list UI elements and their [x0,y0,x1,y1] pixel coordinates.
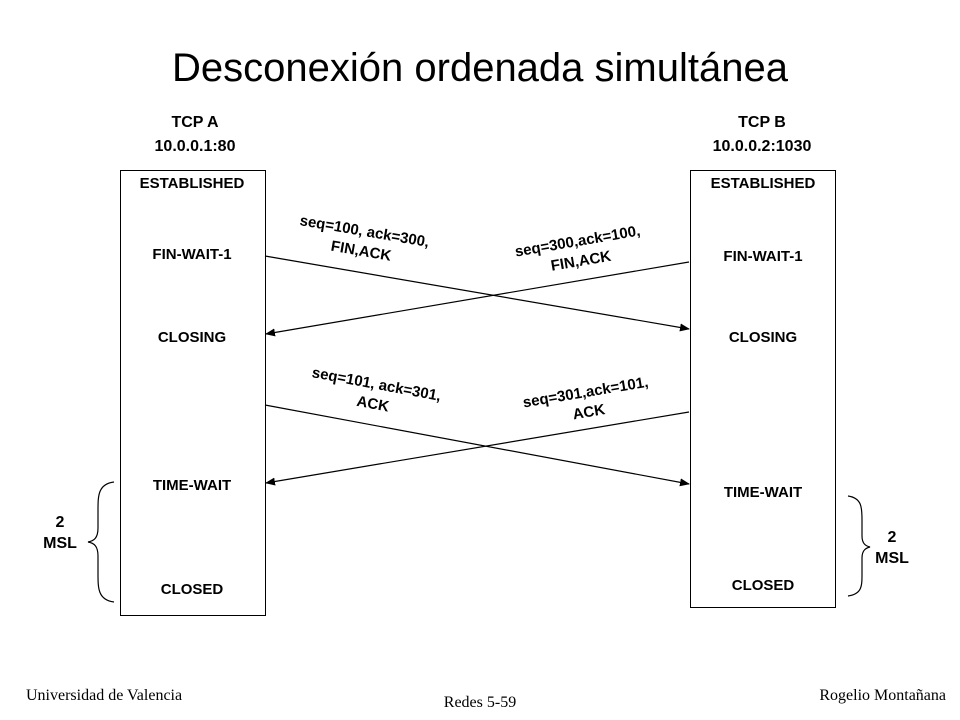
arrow-b-fin [265,261,690,337]
host-a-name: TCP A [171,114,219,131]
msg-b-ack-line2: ACK [571,401,606,423]
msl-a-label: 2 MSL [38,512,82,554]
host-a-state-closing: CLOSING [157,329,227,346]
host-a-state-time-wait: TIME-WAIT [152,477,232,494]
host-b-state-closing: CLOSING [728,329,798,346]
msl-a-number: 2 [55,514,65,531]
host-a-state-fin-wait-1: FIN-WAIT-1 [152,246,232,263]
arrow-a-ack [264,404,690,487]
msl-brace-a [87,481,115,603]
msl-a-unit: MSL [43,535,77,552]
msl-b-unit: MSL [875,550,909,567]
footer-page: Redes 5-59 [443,694,517,711]
msl-b-number: 2 [887,529,897,546]
host-a-address: 10.0.0.1:80 [154,138,236,155]
slide-title: Desconexión ordenada simultánea [172,46,788,90]
msl-b-label: 2 MSL [870,527,914,569]
msl-brace-b [847,495,871,597]
host-b-address: 10.0.0.2:1030 [712,138,812,155]
host-b-timeline [690,170,836,608]
arrow-a-fin [264,255,690,332]
host-b-state-established: ESTABLISHED [710,175,816,192]
host-a-state-established: ESTABLISHED [139,175,245,192]
msg-a-ack-line2: ACK [355,393,390,416]
host-b-state-fin-wait-1: FIN-WAIT-1 [723,248,803,265]
host-a-timeline [120,170,266,616]
footer-university: Universidad de Valencia [26,687,183,704]
footer-author: Rogelio Montañana [819,687,946,704]
host-b-name: TCP B [738,114,786,131]
host-b-state-closed: CLOSED [731,577,795,594]
arrow-b-ack [265,411,690,486]
host-b-state-time-wait: TIME-WAIT [723,484,803,501]
host-a-state-closed: CLOSED [160,581,224,598]
